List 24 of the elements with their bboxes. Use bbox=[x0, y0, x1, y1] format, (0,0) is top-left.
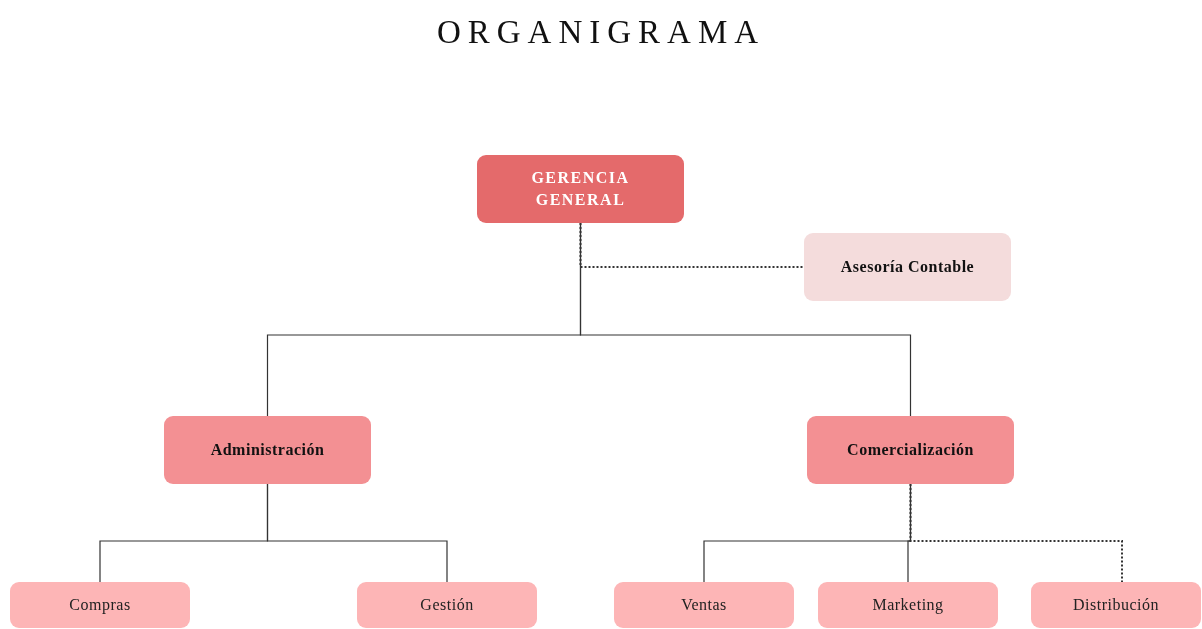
org-box bbox=[357, 582, 537, 628]
org-box bbox=[10, 582, 190, 628]
connector bbox=[266, 483, 448, 583]
org-box bbox=[1031, 582, 1201, 628]
box-label: Gestión bbox=[420, 594, 474, 615]
connector bbox=[907, 483, 912, 583]
box-label: Administración bbox=[210, 439, 325, 460]
box-label: Compras bbox=[69, 594, 131, 616]
box-label: Ventas bbox=[681, 594, 727, 615]
box-label: Asesoría Contable bbox=[840, 256, 975, 277]
box-label: Distribución bbox=[1073, 594, 1159, 615]
box-label: Marketing bbox=[872, 594, 944, 616]
dotted-connector bbox=[909, 483, 1123, 583]
org-box bbox=[818, 582, 998, 628]
org-box bbox=[804, 233, 1011, 301]
dotted-connector bbox=[579, 222, 805, 268]
box-label: Comercialización bbox=[847, 439, 974, 460]
org-box bbox=[477, 155, 684, 223]
box-label: GERENCIA GENERAL bbox=[530, 167, 631, 210]
org-box bbox=[164, 416, 371, 484]
connector bbox=[579, 222, 912, 417]
org-box bbox=[807, 416, 1014, 484]
title: ORGANIGRAMA bbox=[435, 14, 767, 51]
org-box bbox=[614, 582, 794, 628]
